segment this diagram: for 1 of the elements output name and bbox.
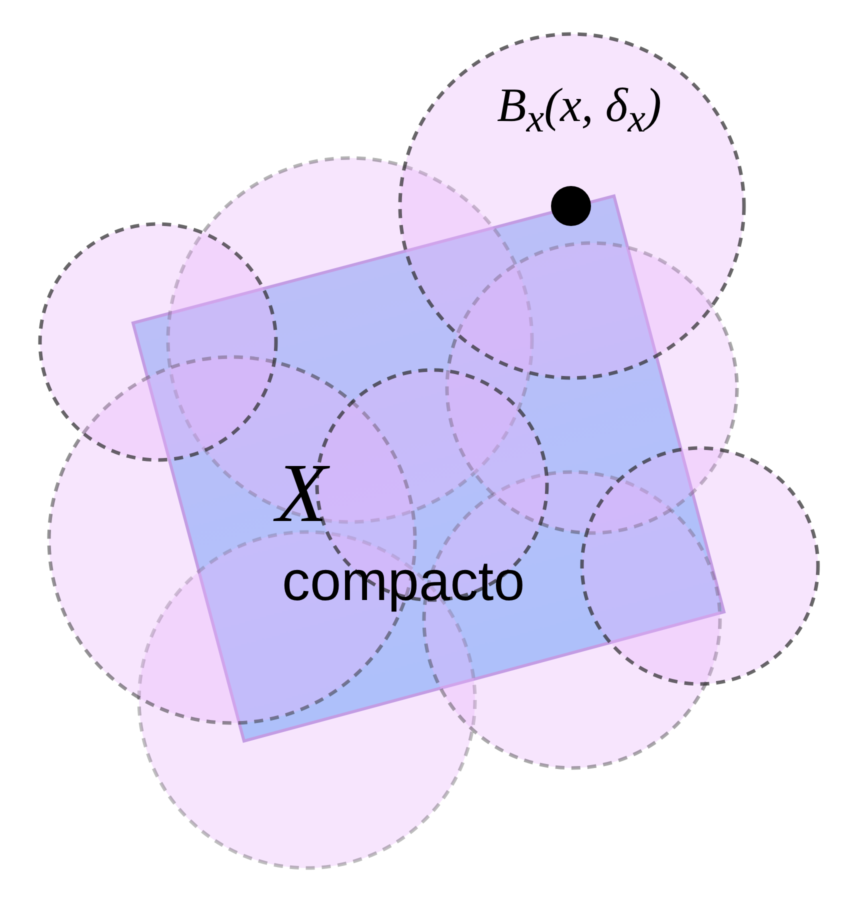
ball-label: B$_{x}$(x, δ$_{x}$): [497, 82, 662, 139]
